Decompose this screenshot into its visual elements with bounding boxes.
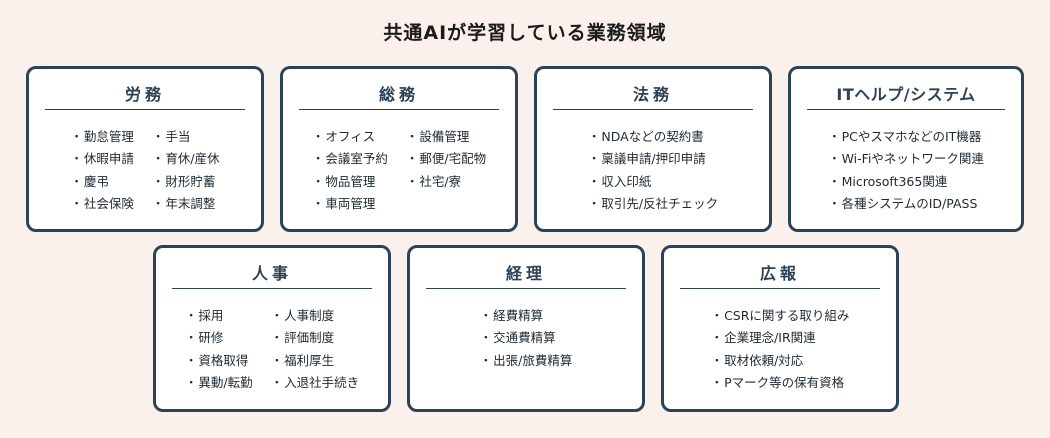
list-item: 社会保険 (70, 193, 134, 215)
list-item: PCやスマホなどのIT機器 (828, 126, 984, 148)
list-item: 財形貯蓄 (152, 171, 220, 193)
list-item: 福利厚生 (271, 350, 360, 372)
list-item: 慶弔 (70, 171, 134, 193)
item-columns: 採用 研修 資格取得 異動/転勤 人事制度 評価制度 福利厚生 入退社手続き (156, 305, 388, 394)
list-item: 評価制度 (271, 327, 360, 349)
list-item: 休暇申請 (70, 148, 134, 170)
list-item: 異動/転勤 (185, 372, 252, 394)
item-list: オフィス 会議室予約 物品管理 車両管理 (312, 126, 388, 215)
list-item: NDAなどの契約書 (588, 126, 718, 148)
heading-divider (553, 109, 753, 110)
card-it-help: ITヘルプ/システム PCやスマホなどのIT機器 Wi-Fiやネットワーク関連 … (788, 66, 1024, 232)
list-item: 取引先/反社チェック (588, 193, 718, 215)
list-item: CSRに関する取り組み (711, 305, 849, 327)
heading-divider (172, 288, 372, 289)
card-heading: 人事 (251, 264, 292, 283)
list-item: 社宅/寮 (406, 171, 486, 193)
list-item: 出張/旅費精算 (480, 350, 572, 372)
list-item: 物品管理 (312, 171, 388, 193)
card-heading: 法務 (632, 85, 673, 104)
list-item: 設備管理 (406, 126, 486, 148)
list-item: 郵便/宅配物 (406, 148, 486, 170)
list-item: 車両管理 (312, 193, 388, 215)
list-item: 入退社手続き (271, 372, 359, 394)
heading-divider (45, 109, 245, 110)
item-list: 人事制度 評価制度 福利厚生 入退社手続き (271, 305, 360, 394)
card-hr: 人事 採用 研修 資格取得 異動/転勤 人事制度 評価制度 福利厚生 入退社手続… (153, 245, 391, 412)
item-columns: 勤怠管理 休暇申請 慶弔 社会保険 手当 育休/産休 財形貯蓄 年末調整 (29, 126, 261, 215)
diagram-title: 共通AIが学習している業務領域 (383, 22, 667, 44)
heading-divider (426, 288, 626, 289)
list-item: 育休/産休 (152, 148, 219, 170)
list-item: 採用 (185, 305, 253, 327)
card-legal: 法務 NDAなどの契約書 稟議申請/押印申請 収入印紙 取引先/反社チェック (534, 66, 772, 232)
list-item: 資格取得 (185, 350, 253, 372)
card-heading: 労務 (124, 85, 165, 104)
list-item: 経費精算 (480, 305, 573, 327)
list-item: 稟議申請/押印申請 (588, 148, 718, 170)
list-item: 各種システムのID/PASS (828, 193, 984, 215)
list-item: 手当 (152, 126, 220, 148)
item-list: 勤怠管理 休暇申請 慶弔 社会保険 (70, 126, 134, 215)
list-item: Pマーク等の保有資格 (711, 372, 850, 394)
card-heading: 経理 (505, 264, 546, 283)
item-list: CSRに関する取り組み 企業理念/IR関連 取材依頼/対応 Pマーク等の保有資格 (711, 305, 850, 394)
item-list: 設備管理 郵便/宅配物 社宅/寮 (406, 126, 486, 215)
list-item: Microsoft365関連 (828, 171, 984, 193)
card-heading: 広報 (759, 264, 800, 283)
list-item: 取材依頼/対応 (711, 350, 850, 372)
item-list: NDAなどの契約書 稟議申請/押印申請 収入印紙 取引先/反社チェック (588, 126, 718, 215)
list-item: 勤怠管理 (70, 126, 134, 148)
item-columns: オフィス 会議室予約 物品管理 車両管理 設備管理 郵便/宅配物 社宅/寮 (283, 126, 515, 215)
card-heading: 総務 (378, 85, 419, 104)
item-columns: NDAなどの契約書 稟議申請/押印申請 収入印紙 取引先/反社チェック (537, 126, 769, 215)
heading-divider (680, 288, 880, 289)
heading-divider (807, 109, 1005, 110)
item-columns: PCやスマホなどのIT機器 Wi-Fiやネットワーク関連 Microsoft36… (791, 126, 1021, 215)
card-accounting: 経理 経費精算 交通費精算 出張/旅費精算 (407, 245, 645, 412)
list-item: 会議室予約 (312, 148, 388, 170)
list-item: Wi-Fiやネットワーク関連 (828, 148, 984, 170)
item-list: 手当 育休/産休 財形貯蓄 年末調整 (152, 126, 220, 215)
list-item: 交通費精算 (480, 327, 573, 349)
list-item: 人事制度 (271, 305, 360, 327)
list-item: オフィス (312, 126, 388, 148)
heading-divider (299, 109, 499, 110)
list-item: 企業理念/IR関連 (711, 327, 850, 349)
card-heading: ITヘルプ/システム (836, 85, 976, 104)
item-columns: CSRに関する取り組み 企業理念/IR関連 取材依頼/対応 Pマーク等の保有資格 (664, 305, 896, 394)
list-item: 研修 (185, 327, 253, 349)
card-labor: 労務 勤怠管理 休暇申請 慶弔 社会保険 手当 育休/産休 財形貯蓄 年末調整 (26, 66, 264, 232)
list-item: 収入印紙 (588, 171, 718, 193)
item-list: 経費精算 交通費精算 出張/旅費精算 (480, 305, 573, 372)
item-list: PCやスマホなどのIT機器 Wi-Fiやネットワーク関連 Microsoft36… (828, 126, 984, 215)
card-general-affairs: 総務 オフィス 会議室予約 物品管理 車両管理 設備管理 郵便/宅配物 社宅/寮 (280, 66, 518, 232)
card-public-relations: 広報 CSRに関する取り組み 企業理念/IR関連 取材依頼/対応 Pマーク等の保… (661, 245, 899, 412)
item-columns: 経費精算 交通費精算 出張/旅費精算 (410, 305, 642, 372)
list-item: 年末調整 (152, 193, 220, 215)
item-list: 採用 研修 資格取得 異動/転勤 (185, 305, 253, 394)
